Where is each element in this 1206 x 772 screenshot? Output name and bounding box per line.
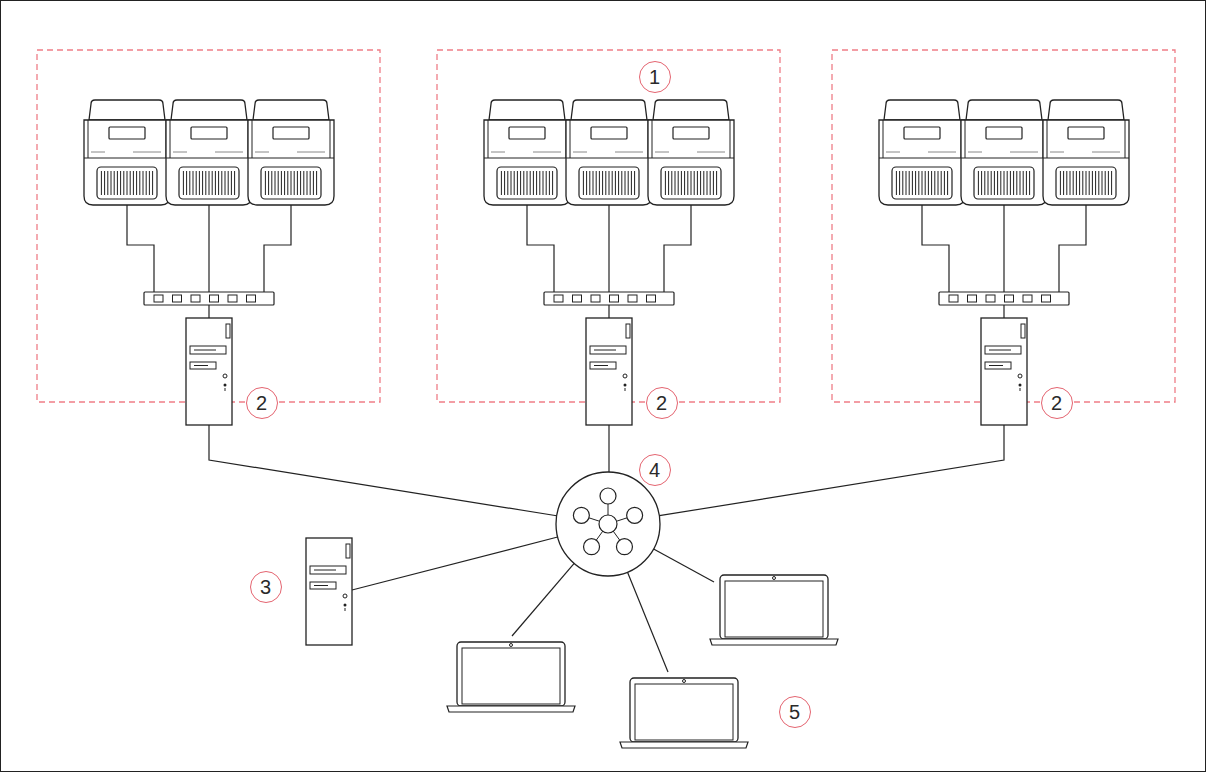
callout-text: 2 [256,392,267,414]
cycler-group [37,50,380,425]
network-cable [628,572,668,672]
network-cable [608,425,609,472]
network-cable [654,549,714,582]
callout-text: 4 [649,459,660,481]
network-cable [512,563,574,636]
cable [608,305,609,318]
thermocycler [484,100,570,205]
cycler-group [832,50,1175,425]
laptop [710,575,838,645]
network-cable [209,425,557,516]
callout-number: 1 [639,61,671,93]
wires [127,205,1086,672]
control-pc [981,318,1027,425]
callout-number: 2 [646,387,678,419]
network-switch [939,292,1069,305]
callout-number: 4 [639,454,671,486]
callout-number: 3 [250,571,282,603]
callout-text: 2 [1051,392,1062,414]
cable [208,205,209,292]
thermocycler [566,100,652,205]
cable [127,205,154,292]
callout-text: 1 [649,66,660,88]
cable [527,205,554,292]
cable [264,205,291,292]
laptop [620,678,748,748]
thermocycler [166,100,252,205]
callout-text: 2 [656,392,667,414]
cycler-group [437,50,780,425]
thermocycler [648,100,734,205]
cable [1059,205,1086,292]
callout-number: 2 [1041,387,1073,419]
laptop [447,642,575,712]
server [306,538,352,645]
control-pc [586,318,632,425]
cable [1003,205,1004,292]
thermocycler [1043,100,1129,205]
cable [1003,305,1004,318]
thermocycler [248,100,334,205]
thermocycler [879,100,965,205]
callout-text: 5 [789,701,800,723]
network-cable [352,537,558,590]
control-pc [186,318,232,425]
network-hub [556,472,660,576]
thermocycler [961,100,1047,205]
callout-number: 2 [246,387,278,419]
cable [664,205,691,292]
cable [608,205,609,292]
callout-number: 5 [779,696,811,728]
callout-text: 3 [260,576,271,598]
network-cable [659,425,1004,516]
network-switch [144,292,274,305]
network-switch [544,292,674,305]
thermocycler [84,100,170,205]
cable [922,205,949,292]
cable [208,305,209,318]
